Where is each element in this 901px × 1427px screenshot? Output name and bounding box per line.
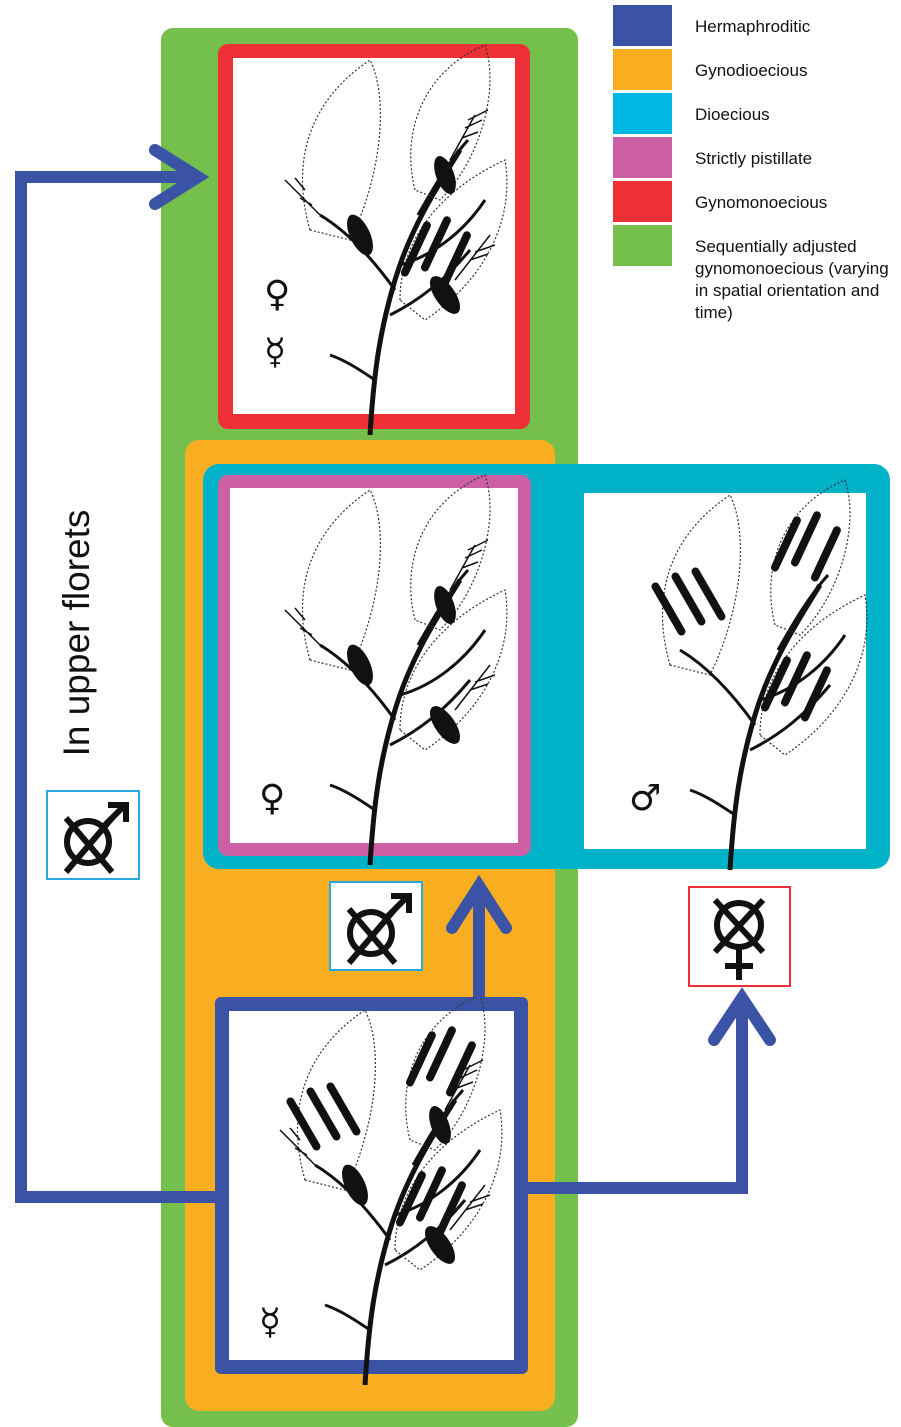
- legend-swatch-strictly-pistillate: [613, 137, 672, 178]
- legend-swatch-gynodioecious: [613, 49, 672, 90]
- legend-swatch-hermaphroditic: [613, 5, 672, 46]
- legend-label-sequential-gynomonoecious: Sequentially adjusted gynomonoecious (va…: [695, 236, 901, 324]
- arrow-label: In upper florets: [56, 510, 98, 757]
- legend-label-strictly-pistillate: Strictly pistillate: [695, 148, 901, 170]
- hermaphrodite-symbol-gynomonoecious: ☿: [264, 332, 286, 373]
- legend-label-gynodioecious: Gynodioecious: [695, 60, 901, 82]
- legend-label-dioecious: Dioecious: [695, 104, 901, 126]
- legend-label-hermaphroditic: Hermaphroditic: [695, 16, 901, 38]
- legend-swatch-sequential-gynomonoecious: [613, 225, 672, 266]
- legend-swatch-gynomonoecious: [613, 181, 672, 222]
- legend-swatch-dioecious: [613, 93, 672, 134]
- female-symbol-pistillate: ♀: [259, 778, 285, 819]
- male-symbol-staminate: ♂: [629, 778, 661, 819]
- female-symbol-gynomonoecious: ♀: [264, 274, 290, 315]
- legend-label-gynomonoecious: Gynomonoecious: [695, 192, 901, 214]
- hermaphrodite-symbol-hermaphroditic: ☿: [259, 1302, 281, 1343]
